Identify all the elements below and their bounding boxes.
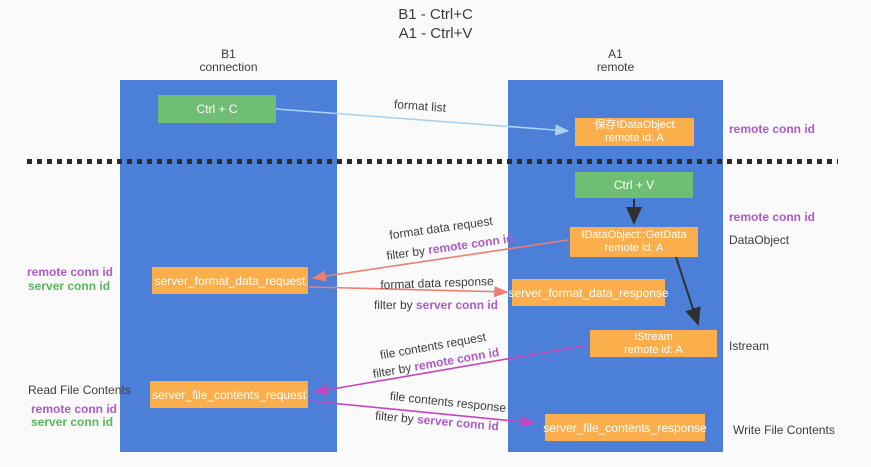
- server-format-data-request-label: server_format_data_request: [154, 273, 306, 288]
- getdata-line2: remote id: A: [604, 242, 664, 254]
- istream-side-label: Istream: [729, 339, 770, 353]
- istream-line1: IStream: [634, 330, 673, 343]
- title-line-1: B1 - Ctrl+C: [398, 6, 473, 23]
- remote-conn-id-label-mid: remote conn id: [729, 210, 816, 224]
- server-format-data-response-label: server_format_data_response: [508, 285, 669, 300]
- ctrl-c-label: Ctrl + C: [196, 102, 238, 116]
- server-file-contents-request-box: server_file_contents_request: [150, 381, 308, 408]
- server-file-contents-response-box: server_file_contents_response: [543, 414, 707, 441]
- ctrl-v-label: Ctrl + V: [613, 178, 655, 192]
- filter-by-text: filter by: [374, 408, 418, 427]
- left-lifeline-header: B1 connection: [120, 48, 337, 74]
- format-list-label: format list: [393, 97, 447, 115]
- remote-conn-id-label-left1: remote conn id: [27, 265, 114, 279]
- left-lifeline-name: B1: [221, 47, 236, 61]
- server-conn-id-label-left2: server conn id: [31, 415, 114, 429]
- server-conn-id-inline: server conn id: [416, 412, 500, 434]
- filter-by-text: filter by: [373, 298, 416, 312]
- format-data-response-filter-label: filter by server conn id: [351, 298, 521, 312]
- right-lifeline-header: A1 remote: [508, 48, 723, 74]
- dataobject-label: DataObject: [729, 233, 790, 247]
- left-lifeline-subtitle: connection: [199, 60, 258, 74]
- server-conn-id-inline: server conn id: [415, 298, 499, 312]
- server-format-data-response-box: server_format_data_response: [508, 279, 669, 306]
- save-dataobject-line2: remote id: A: [605, 132, 664, 144]
- istream-box: IStream remote id: A: [590, 330, 717, 357]
- filter-by-text: filter by: [385, 243, 430, 263]
- right-lifeline-name: A1: [608, 47, 623, 61]
- remote-conn-id-label-top: remote conn id: [729, 122, 816, 136]
- getdata-line1: IDataObject::GetData: [581, 229, 687, 241]
- right-lifeline-subtitle: remote: [596, 60, 635, 74]
- save-dataobject-line1: 保存IDataObject: [594, 119, 675, 131]
- server-file-contents-response-label: server_file_contents_response: [543, 420, 707, 435]
- istream-line2: remote id: A: [624, 343, 683, 356]
- remote-conn-id-label-left2: remote conn id: [31, 402, 118, 416]
- diagram-title: B1 - Ctrl+C A1 - Ctrl+V: [0, 5, 871, 43]
- save-dataobject-box: 保存IDataObject remote id: A: [575, 118, 694, 146]
- ctrl-v-box: Ctrl + V: [575, 172, 693, 198]
- write-file-contents-label: Write File Contents: [733, 423, 835, 437]
- format-data-response-label: format data response: [380, 274, 494, 292]
- server-file-contents-request-label: server_file_contents_request: [151, 387, 307, 402]
- getdata-box: IDataObject::GetData remote id: A: [570, 227, 698, 257]
- dashed-separator: [27, 159, 838, 164]
- ctrl-c-box: Ctrl + C: [158, 95, 276, 123]
- read-file-contents-label: Read File Contents: [28, 383, 131, 397]
- server-conn-id-label-left1: server conn id: [28, 279, 111, 293]
- title-line-2: A1 - Ctrl+V: [398, 25, 473, 42]
- filter-by-text: filter by: [371, 359, 416, 382]
- server-format-data-request-box: server_format_data_request: [152, 267, 308, 294]
